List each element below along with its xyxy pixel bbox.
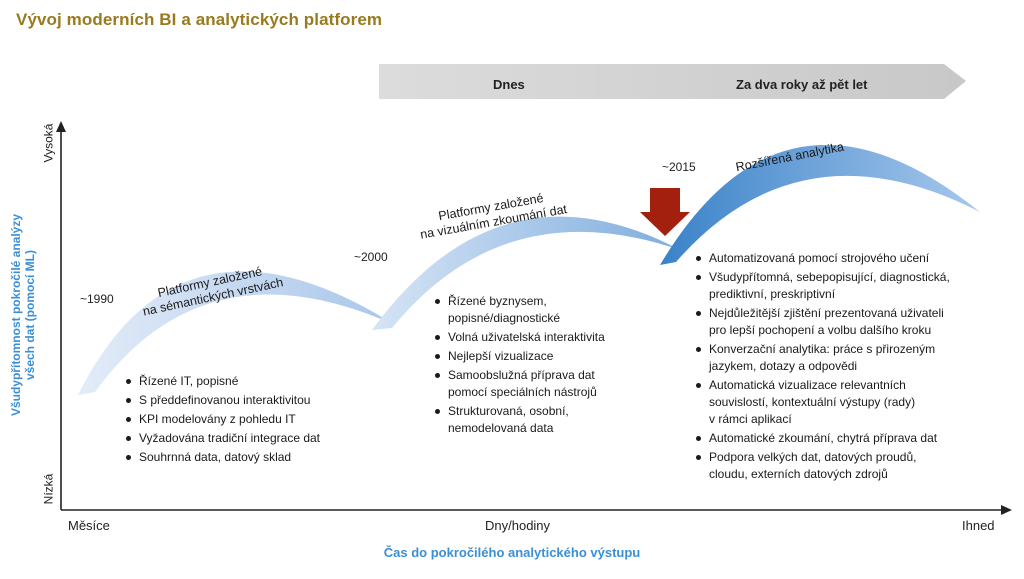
list-item: Podpora velkých dat, datových proudů, cl… <box>693 449 1013 483</box>
arc-semantic-layer <box>78 271 395 395</box>
list-item: Volná uživatelská interaktivita <box>432 329 672 346</box>
page-title: Vývoj moderních BI a analytických platfo… <box>16 10 383 29</box>
x-axis-right-label: Ihned <box>962 518 995 533</box>
timeline-banner <box>379 64 966 99</box>
era2-bullet-list: Řízené byznysem, popisné/diagnostické Vo… <box>432 293 672 439</box>
era3-bullet-list: Automatizovaná pomocí strojového učení V… <box>693 250 1013 485</box>
list-item: Všudypřítomná, sebepopisující, diagnosti… <box>693 269 1013 303</box>
list-item: Automatické zkoumání, chytrá příprava da… <box>693 430 1013 447</box>
list-item: Samoobslužná příprava dat pomocí speciál… <box>432 367 672 401</box>
y-axis-low-label: Nízká <box>41 473 56 505</box>
arc-augmented-analytics <box>660 144 980 265</box>
banner-today-label: Dnes <box>493 77 525 92</box>
list-item: Automatická vizualizace relevantních sou… <box>693 377 1013 428</box>
era-year-2015: ~2015 <box>662 160 696 174</box>
arc-visual-exploration <box>372 216 680 330</box>
list-item: Řízené IT, popisné <box>123 373 373 390</box>
list-item: S předdefinovanou interaktivitou <box>123 392 373 409</box>
list-item: Automatizovaná pomocí strojového učení <box>693 250 1013 267</box>
y-axis-title: Všudypřítomnost pokročilé analýzy všech … <box>9 175 37 455</box>
era1-bullet-list: Řízené IT, popisné S předdefinovanou int… <box>123 373 373 468</box>
y-axis-high-label: Vysoká <box>41 123 56 163</box>
list-item: Vyžadována tradiční integrace dat <box>123 430 373 447</box>
list-item: Konverzační analytika: práce s přirozený… <box>693 341 1013 375</box>
list-item: Strukturovaná, osobní, nemodelovaná data <box>432 403 672 437</box>
y-axis-title-line1: Všudypřítomnost pokročilé analýzy <box>9 213 23 417</box>
x-axis-mid-label: Dny/hodiny <box>485 518 551 533</box>
era-year-1990: ~1990 <box>80 292 114 306</box>
x-axis-arrowhead <box>1001 505 1012 515</box>
list-item: Nejdůležitější zjištění prezentovaná uži… <box>693 305 1013 339</box>
down-arrow-marker <box>640 188 690 236</box>
y-axis-arrowhead <box>56 121 66 132</box>
x-axis-title: Čas do pokročilého analytického výstupu <box>383 545 641 560</box>
list-item: Řízené byznysem, popisné/diagnostické <box>432 293 672 327</box>
banner-future-label: Za dva roky až pět let <box>736 77 868 92</box>
x-axis-left-label: Měsíce <box>68 518 110 533</box>
era-year-2000: ~2000 <box>354 250 388 264</box>
list-item: Nejlepší vizualizace <box>432 348 672 365</box>
y-axis-title-line2: všech dat (pomocí ML) <box>23 250 37 381</box>
list-item: KPI modelovány z pohledu IT <box>123 411 373 428</box>
list-item: Souhrnná data, datový sklad <box>123 449 373 466</box>
